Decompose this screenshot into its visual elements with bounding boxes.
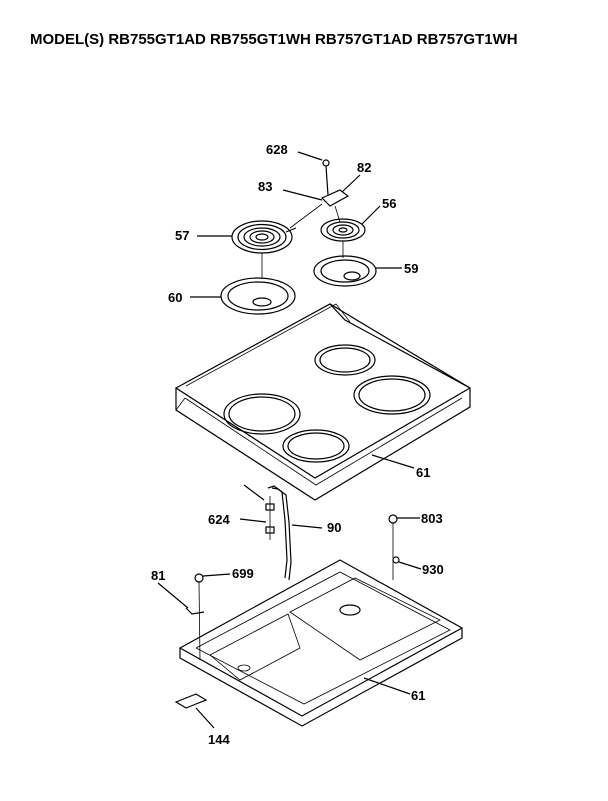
callout-60: 60 <box>168 290 182 305</box>
callout-81: 81 <box>151 568 165 583</box>
part-59-small-drip-pan <box>313 255 402 287</box>
part-57-large-element <box>197 220 297 278</box>
callout-803: 803 <box>421 511 443 526</box>
callout-144: 144 <box>208 732 230 747</box>
part-930-washer <box>392 556 422 570</box>
callout-82: 82 <box>357 160 371 175</box>
part-628-screw <box>297 151 330 196</box>
callout-83: 83 <box>258 179 272 194</box>
part-144-clip <box>174 693 215 729</box>
part-61-burner-box <box>178 559 464 727</box>
part-82-83-bracket <box>282 174 361 229</box>
part-90-wire <box>267 485 323 581</box>
callout-628: 628 <box>266 142 288 157</box>
callout-90: 90 <box>327 520 341 535</box>
part-699-screw <box>194 573 231 661</box>
callout-61-bottom: 61 <box>411 688 425 703</box>
part-61-cooktop <box>174 303 472 501</box>
callout-57: 57 <box>175 228 189 243</box>
callout-699: 699 <box>232 566 254 581</box>
callout-56: 56 <box>382 196 396 211</box>
part-624-screw <box>239 484 275 540</box>
model-title: MODEL(S) RB755GT1AD RB755GT1WH RB757GT1A… <box>30 31 518 48</box>
part-60-large-drip-pan <box>190 277 296 315</box>
callout-61-top: 61 <box>416 465 430 480</box>
part-803-screw <box>388 514 420 580</box>
part-81-bracket <box>157 582 205 615</box>
callout-624: 624 <box>208 512 230 527</box>
part-56-small-element <box>320 205 381 258</box>
callout-930: 930 <box>422 562 444 577</box>
callout-59: 59 <box>404 261 418 276</box>
